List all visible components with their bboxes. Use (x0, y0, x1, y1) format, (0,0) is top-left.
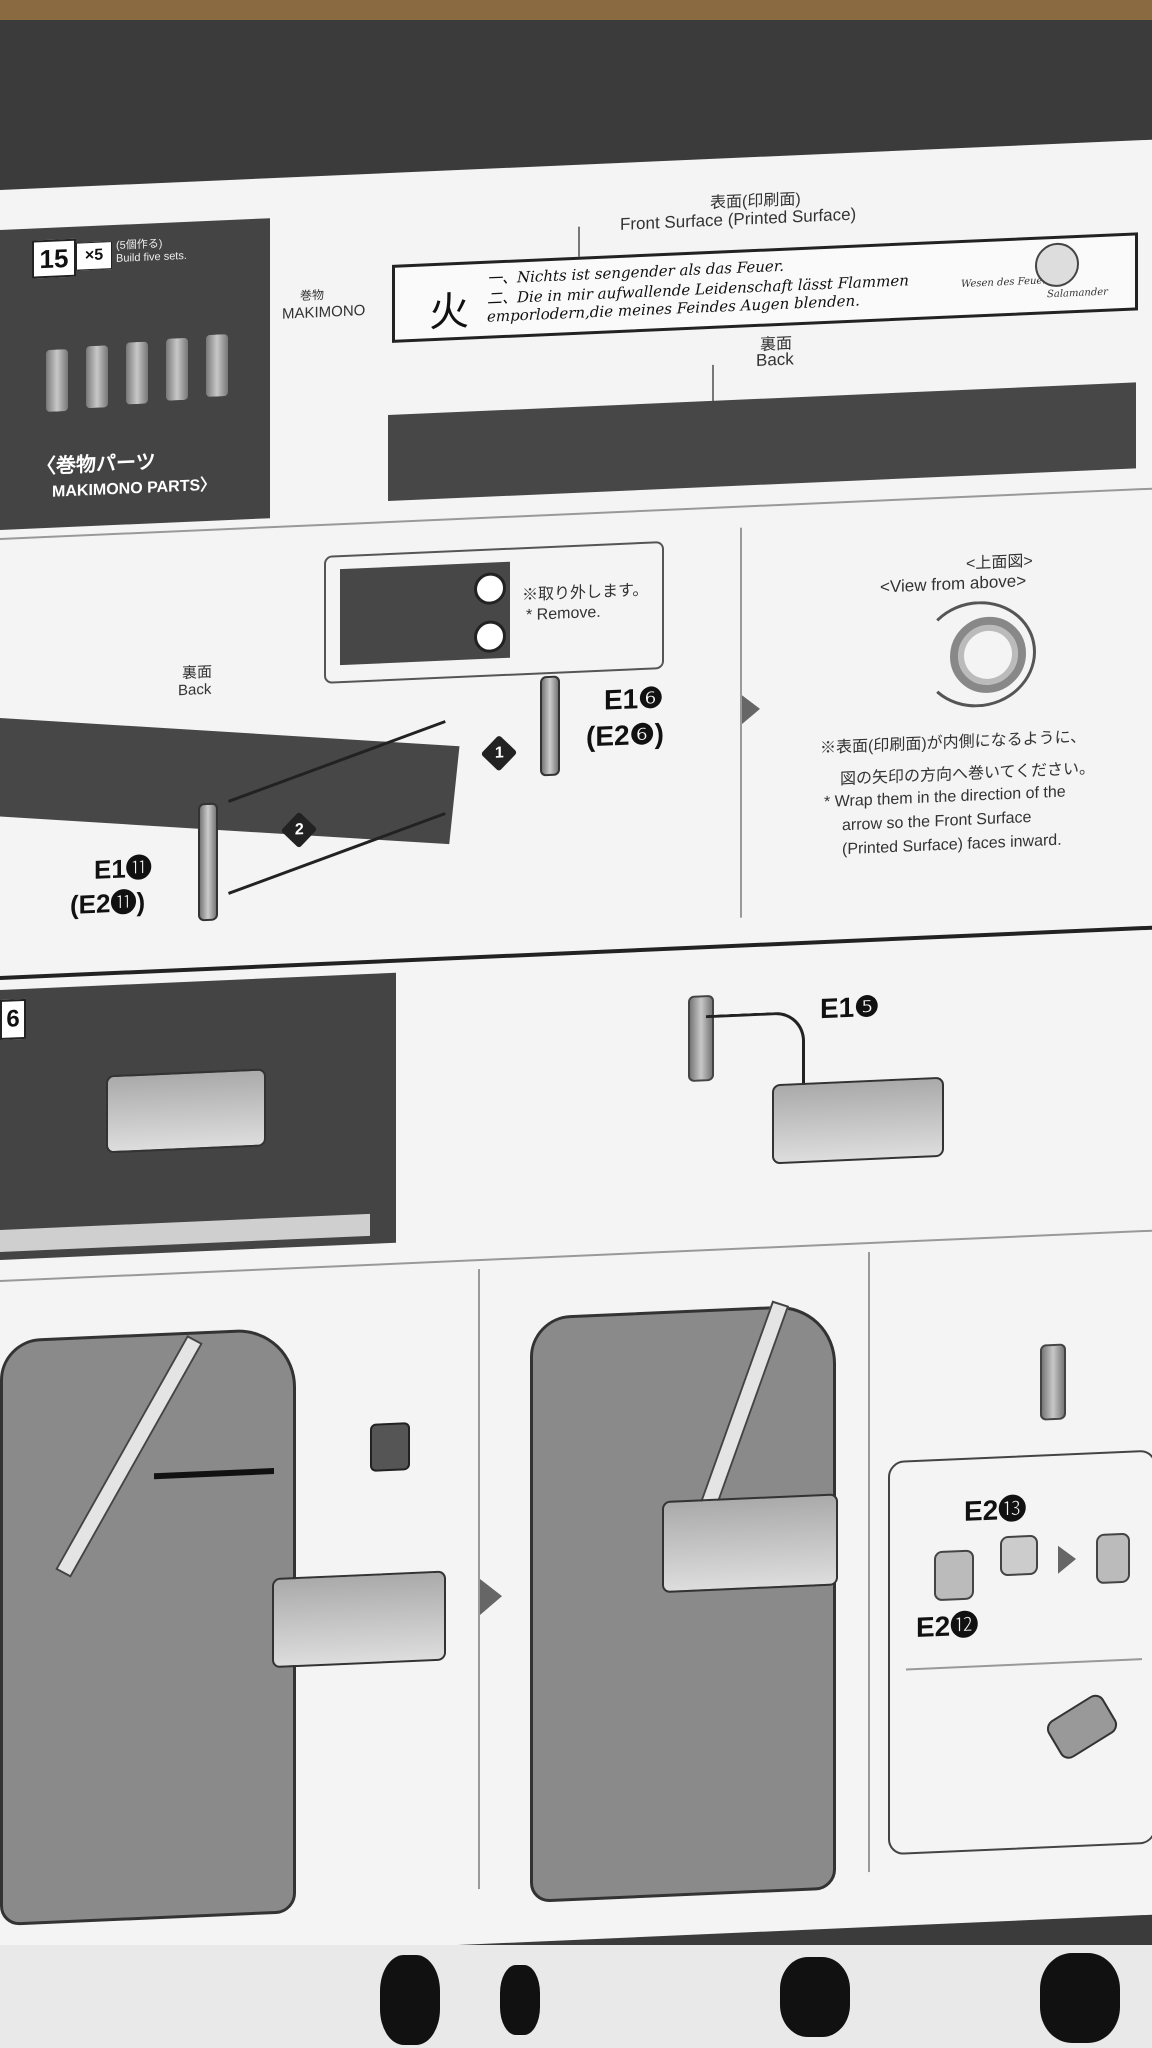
scroll-front: 火 一、Nichts ist sengender als das Feuer. … (392, 232, 1138, 343)
makimono-parts-group (0, 140, 1152, 415)
front-surface-en: Front Surface (Printed Surface) (620, 204, 857, 234)
step16-number-box: 6 (0, 998, 26, 1040)
back2-label-en: Back (178, 680, 212, 700)
back-label-en: Back (756, 349, 794, 370)
remove-text-en: * Remove. (526, 603, 601, 625)
wrap-text-jp1: ※表面(印刷面)が内側になるように、 (820, 728, 1087, 758)
part-e2-6: (E2❻) (586, 718, 664, 753)
cloth-background (0, 1945, 1152, 2048)
scroll-holder-part (106, 1068, 266, 1154)
cloth-pattern (780, 1957, 850, 2037)
scroll-back-assembly (0, 718, 460, 845)
cloth-pattern (1040, 1953, 1120, 2043)
part-e2-12: E2⓬ (916, 1609, 979, 1644)
leader-line (712, 364, 714, 405)
robot-figure-after (530, 1303, 836, 1903)
back2-label-jp: 裏面 (182, 663, 213, 683)
hand-callout: E2⓭ E2⓬ (888, 1449, 1152, 1856)
wrap-text-en3: (Printed Surface) faces inward. (842, 831, 1062, 859)
makimono-label-en: MAKIMONO (282, 302, 366, 323)
step-marker-1: 1 (480, 734, 518, 772)
makimono-part (124, 339, 150, 407)
section-divider-vertical (740, 527, 742, 918)
step16-number: 6 (6, 1005, 20, 1033)
view-above-en: <View from above> (880, 571, 1027, 597)
arrow-right-icon (740, 692, 760, 726)
rod-part-e1-11 (198, 802, 218, 922)
callout-divider (906, 1658, 1142, 1671)
part-e2-13: E2⓭ (964, 1493, 1027, 1527)
table-edge (0, 0, 1152, 20)
scroll-holder-part (272, 1570, 446, 1669)
arrow-right-icon (480, 1578, 502, 1616)
part-e1-5: E1❺ (820, 990, 880, 1025)
hand-part (934, 1549, 974, 1602)
scroll-back (388, 382, 1136, 502)
rod-part-e1-6 (540, 675, 560, 777)
cloth-pattern (500, 1965, 540, 2035)
part-e1-6: E1❻ (604, 682, 664, 716)
makimono-part (44, 346, 70, 415)
makimono-part (164, 335, 190, 403)
step15-number-box: 15 (32, 238, 76, 279)
part-e2-11: (E2⓫) (70, 886, 146, 920)
section-divider-vertical (478, 1269, 480, 1890)
makimono-part (84, 343, 110, 411)
skull-emblem-icon (1035, 241, 1079, 288)
cloth-pattern (380, 1955, 440, 2045)
makimono-label-jp: 巻物 (300, 287, 325, 303)
rotation-arrow-icon (920, 598, 1036, 710)
section-divider-vertical (868, 1252, 870, 1873)
arrow-right-icon (1058, 1545, 1076, 1574)
remove-text-jp: ※取り外します。 (522, 581, 649, 605)
hand-part (1096, 1532, 1130, 1585)
scroll-signature-2: Salamander (1047, 286, 1108, 301)
view-above-jp: <上面図> (966, 552, 1033, 573)
wrap-text-en2: arrow so the Front Surface (842, 808, 1032, 835)
step15-number: 15 (39, 242, 69, 274)
makimono-part (1040, 1343, 1066, 1421)
section-divider (0, 925, 1152, 980)
makimono-part (204, 331, 230, 400)
instruction-sheet: 15 ×5 (5個作る) Build five sets. 〈巻物パーツ MAK… (0, 139, 1152, 1965)
hand-holding-scroll-part (1043, 1690, 1121, 1763)
multiplier: ×5 (84, 246, 104, 265)
hand-part (1000, 1534, 1038, 1577)
multiplier-box: ×5 (76, 241, 112, 271)
scroll-kanji: 火 (429, 288, 469, 337)
small-part (370, 1422, 410, 1472)
remove-callout: ※取り外します。 * Remove. (324, 541, 664, 684)
scroll-holder-part (772, 1076, 944, 1165)
scroll-holder-part (662, 1493, 838, 1594)
